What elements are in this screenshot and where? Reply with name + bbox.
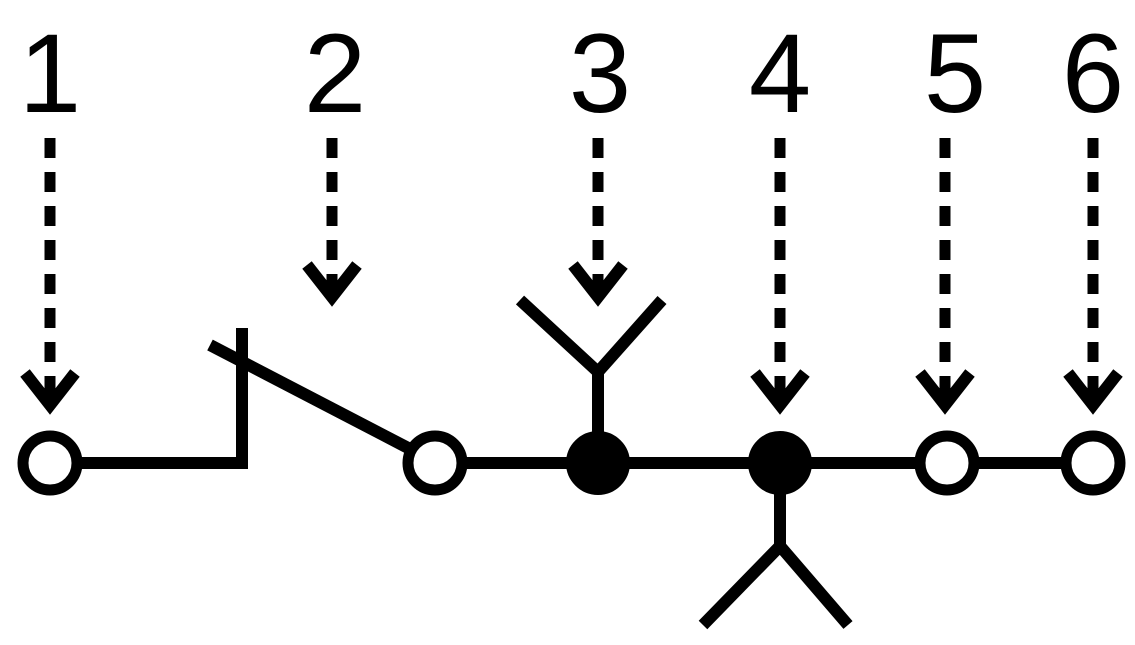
upper-fork xyxy=(515,295,667,381)
open-terminal-2 xyxy=(402,430,468,496)
label-5: 5 xyxy=(924,11,986,136)
arrow-6 xyxy=(1063,138,1123,415)
open-terminal-6 xyxy=(1060,430,1126,496)
junction-dot-4 xyxy=(748,431,812,495)
open-terminal-5 xyxy=(914,430,980,496)
label-2: 2 xyxy=(304,11,366,136)
open-terminal-1 xyxy=(17,430,83,496)
label-4: 4 xyxy=(749,11,811,136)
arrow-2 xyxy=(302,138,362,307)
arrow-3 xyxy=(568,138,628,307)
switch-blade xyxy=(207,339,415,456)
label-6: 6 xyxy=(1062,11,1124,136)
label-1: 1 xyxy=(19,11,81,136)
arrow-4 xyxy=(750,138,810,415)
junction-dot-3 xyxy=(566,431,630,495)
arrow-1 xyxy=(20,138,80,415)
lower-fork xyxy=(698,537,853,630)
circuit-wires xyxy=(80,328,1063,552)
label-3: 3 xyxy=(569,11,631,136)
arrow-5 xyxy=(915,138,975,415)
